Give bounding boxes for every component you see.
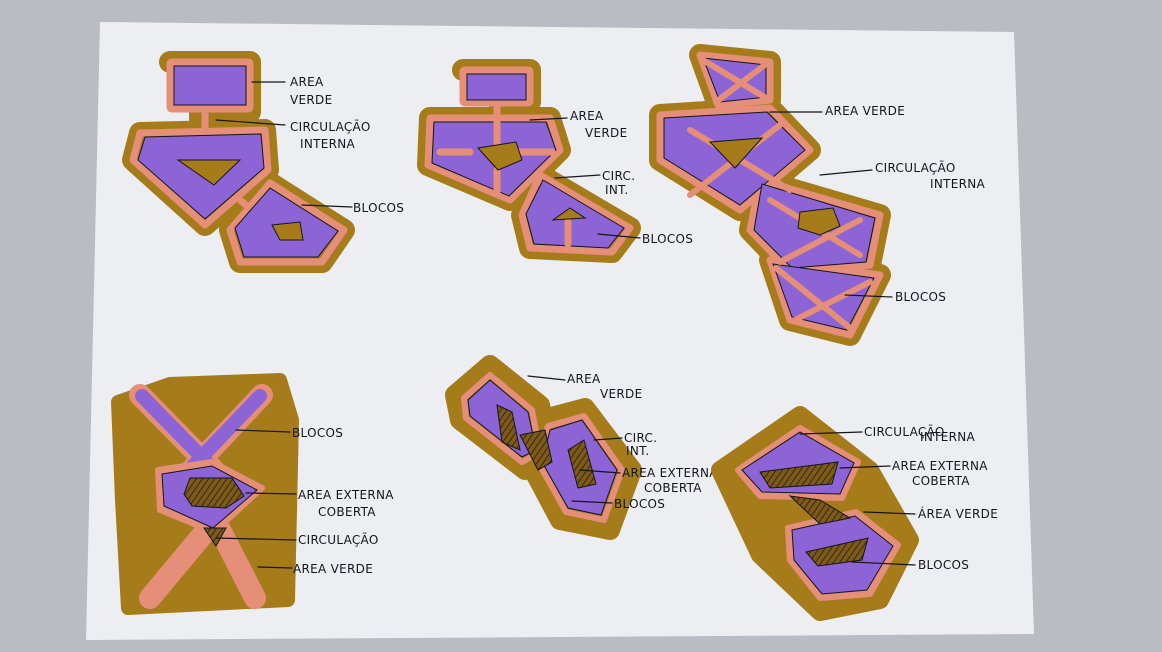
label-interna: INTERNA: [920, 430, 976, 444]
label-circulacao: CIRCULAÇÃO: [875, 160, 956, 175]
label-blocos: BLOCOS: [292, 426, 343, 440]
label-area: AREA: [290, 75, 324, 89]
label-verde: VERDE: [600, 387, 642, 401]
label-area-verde: AREA VERDE: [293, 562, 373, 576]
label-coberta: COBERTA: [644, 481, 702, 495]
label-blocos: BLOCOS: [353, 201, 404, 215]
label-area: AREA: [567, 372, 601, 386]
label-circ: CIRC.: [602, 169, 635, 183]
label-interna: INTERNA: [300, 137, 356, 151]
label-area-externa: AREA EXTERNA: [298, 488, 394, 502]
label-blocos: BLOCOS: [895, 290, 946, 304]
label-verde: VERDE: [585, 126, 627, 140]
label-circ: CIRC.: [624, 431, 657, 445]
label-area-externa: AREA EXTERNA: [622, 466, 718, 480]
label-circulacao: CIRCULAÇÃO: [290, 119, 371, 134]
label-int: INT.: [605, 183, 628, 197]
label-blocos: BLOCOS: [614, 497, 665, 511]
label-area-verde: AREA VERDE: [825, 104, 905, 118]
label-area: AREA: [570, 109, 604, 123]
label-int: INT.: [626, 444, 649, 458]
label-area-verde: ÁREA VERDE: [918, 506, 998, 521]
label-coberta: COBERTA: [318, 505, 376, 519]
label-blocos: BLOCOS: [918, 558, 969, 572]
label-coberta: COBERTA: [912, 474, 970, 488]
label-area-externa: AREA EXTERNA: [892, 459, 988, 473]
label-blocos: BLOCOS: [642, 232, 693, 246]
label-verde: VERDE: [290, 93, 332, 107]
label-circulacao: CIRCULAÇÃO: [298, 532, 379, 547]
label-interna: INTERNA: [930, 177, 986, 191]
